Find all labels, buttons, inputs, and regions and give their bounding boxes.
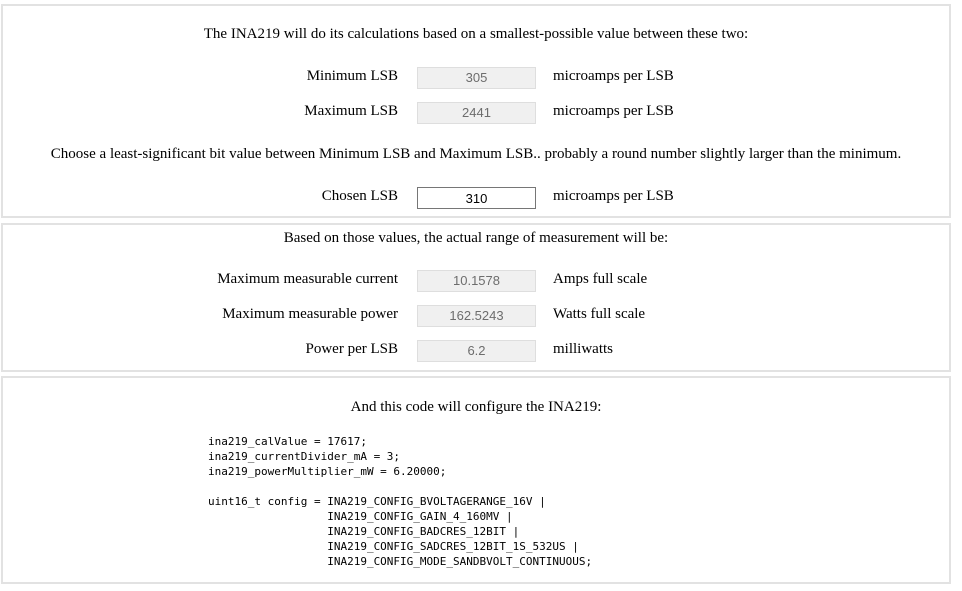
maximum-lsb-unit: microamps per LSB — [553, 103, 674, 119]
max-power-value: 162.5243 — [417, 305, 536, 327]
power-per-lsb-label: Power per LSB — [305, 341, 399, 357]
measurement-range-panel: Based on those values, the actual range … — [1, 223, 951, 372]
minimum-lsb-value: 305 — [417, 67, 536, 89]
code-intro-text: And this code will configure the INA219: — [350, 399, 602, 415]
power-per-lsb-unit: milliwatts — [553, 341, 613, 357]
max-power-unit: Watts full scale — [553, 306, 646, 322]
config-code-panel: And this code will configure the INA219:… — [1, 376, 951, 584]
limits-intro-text: The INA219 will do its calculations base… — [203, 26, 749, 42]
max-current-label: Maximum measurable current — [217, 271, 398, 287]
lsb-limits-panel: The INA219 will do its calculations base… — [1, 4, 951, 218]
chosen-lsb-label: Chosen LSB — [321, 188, 398, 204]
max-current-unit: Amps full scale — [553, 271, 648, 287]
range-intro-text: Based on those values, the actual range … — [283, 230, 669, 246]
max-current-value: 10.1578 — [417, 270, 536, 292]
power-per-lsb-value: 6.2 — [417, 340, 536, 362]
minimum-lsb-label: Minimum LSB — [306, 68, 398, 84]
maximum-lsb-value: 2441 — [417, 102, 536, 124]
maximum-lsb-label: Maximum LSB — [304, 103, 398, 119]
chosen-lsb-unit: microamps per LSB — [553, 188, 674, 204]
max-power-label: Maximum measurable power — [222, 306, 398, 322]
minimum-lsb-unit: microamps per LSB — [553, 68, 674, 84]
config-code-block: ina219_calValue = 17617; ina219_currentD… — [208, 435, 593, 568]
chosen-lsb-input[interactable] — [417, 187, 536, 209]
lsb-instruction-text: Choose a least-significant bit value bet… — [50, 146, 902, 162]
